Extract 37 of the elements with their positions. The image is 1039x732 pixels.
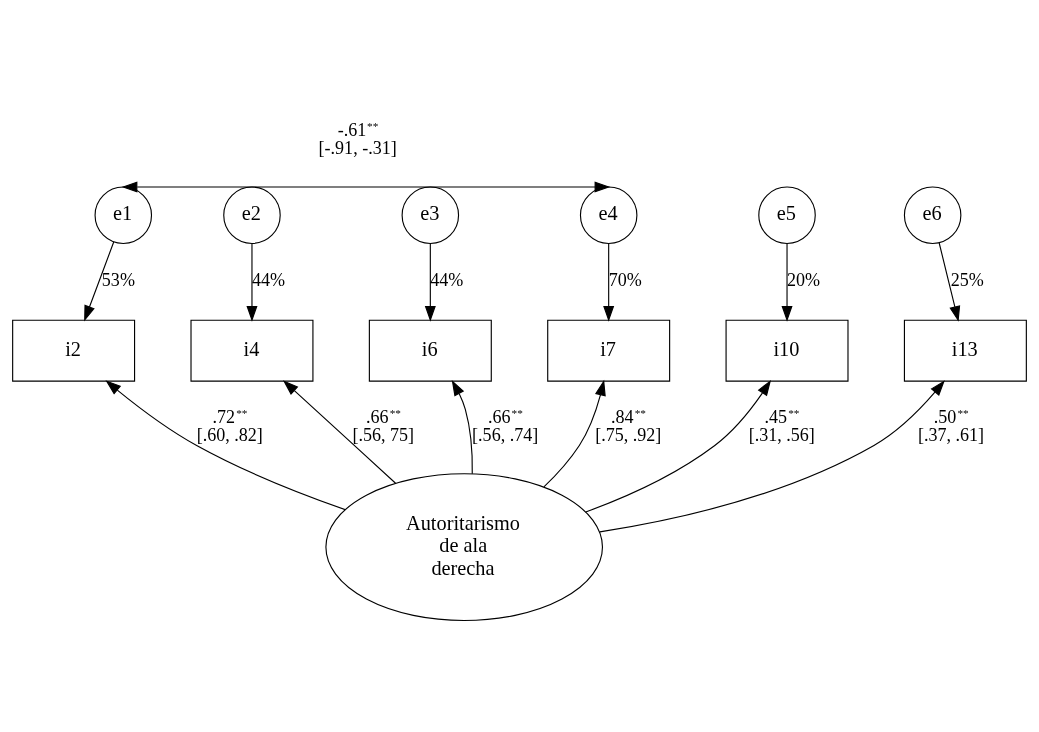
node-circle: e4 [579, 185, 638, 244]
arrow [121, 181, 611, 193]
edge-label: 44% [251, 269, 286, 290]
edge-label: 70% [608, 269, 642, 290]
arrow [543, 379, 606, 487]
arrow [938, 241, 961, 322]
node-ellipse: Autoritarismo de ala derecha [325, 472, 604, 621]
edge-label: .45$^{**}$ [.31, .56] [748, 406, 815, 445]
node-circle: e1 [94, 185, 153, 244]
node-circle: e3 [401, 185, 460, 244]
node-box: i7 [547, 319, 671, 382]
arrow [84, 241, 115, 321]
edge-label: .50$^{**}$ [.37, .61] [917, 406, 985, 445]
edge-label: .84$^{**}$ [.75, .92] [595, 406, 662, 445]
arrow [585, 379, 772, 513]
node-box: i4 [190, 319, 314, 382]
arrow [599, 379, 945, 532]
arrow [246, 242, 258, 322]
arrow [603, 242, 615, 322]
node-circle: e2 [223, 185, 281, 244]
edge-label: 25% [950, 269, 984, 290]
node-circle: e5 [758, 185, 816, 244]
node-box: i6 [368, 319, 492, 382]
edge-label: .72$^{**}$ [.60, .82] [196, 406, 263, 445]
edge-label: .66$^{**}$ [.56, 75] [352, 406, 415, 445]
edge-label: -.61$^{**}$ [-.91, -.31] [318, 119, 397, 158]
arrow [282, 379, 397, 484]
node-box: i2 [12, 319, 136, 382]
node-box: i13 [903, 319, 1027, 382]
arrow [451, 379, 473, 474]
arrow [781, 242, 793, 322]
arrow [424, 242, 436, 322]
node-box: i10 [725, 319, 849, 382]
node-circle: e6 [903, 185, 962, 244]
edge-label: 53% [101, 269, 135, 290]
edge-label: .66$^{**}$ [.56, .74] [472, 406, 539, 445]
arrow [105, 379, 346, 510]
